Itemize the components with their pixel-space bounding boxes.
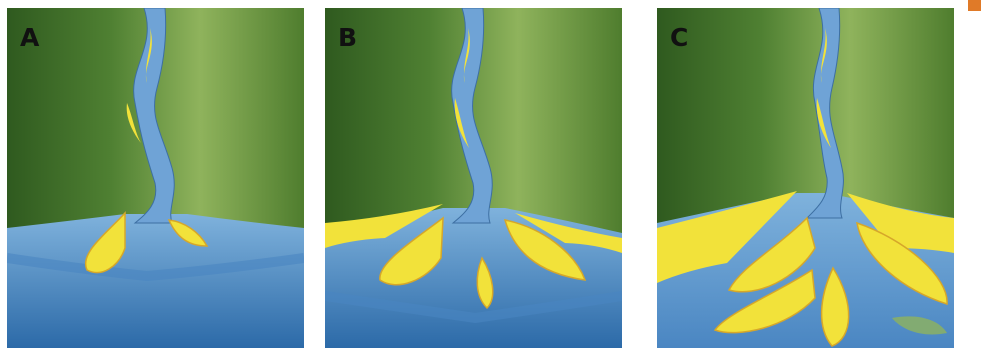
sea — [7, 214, 304, 348]
delta-illustration-b — [325, 8, 622, 348]
corner-tab — [968, 0, 981, 11]
panel-label: A — [20, 25, 39, 50]
delta-illustration-c — [657, 8, 954, 348]
panel-label: C — [670, 25, 688, 50]
panel-label: B — [338, 25, 357, 50]
panel-c: C — [657, 8, 954, 348]
panel-a: A — [7, 8, 304, 348]
delta-illustration-a — [7, 8, 304, 348]
panel-b: B — [325, 8, 622, 348]
